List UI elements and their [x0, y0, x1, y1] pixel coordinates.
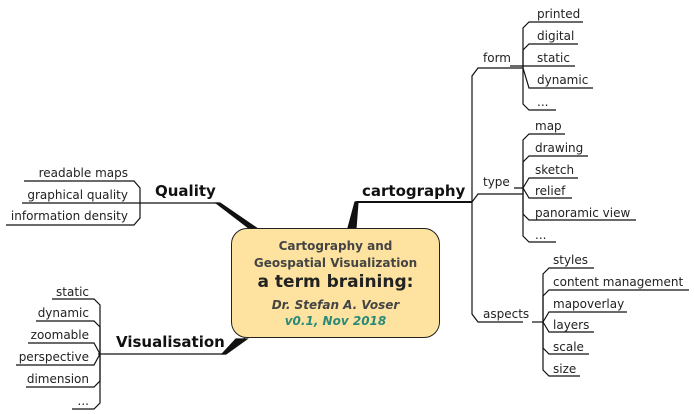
visualisation-item[interactable]: ...: [77, 394, 89, 408]
form-item[interactable]: digital: [537, 29, 575, 43]
subtopic-form[interactable]: form: [483, 51, 511, 65]
quality-item[interactable]: graphical quality: [27, 188, 128, 202]
visualisation-item[interactable]: dynamic: [37, 306, 89, 320]
aspects-item[interactable]: layers: [553, 318, 590, 332]
type-item[interactable]: sketch: [535, 163, 575, 177]
central-title: a term braining:: [257, 272, 414, 292]
type-item[interactable]: drawing: [535, 141, 584, 155]
form-item[interactable]: dynamic: [537, 73, 589, 87]
type-item[interactable]: ...: [535, 228, 547, 242]
central-subtitle-2: Geospatial Visualization: [253, 256, 418, 270]
aspects-item[interactable]: content management: [553, 275, 684, 289]
central-subtitle-1: Cartography and: [278, 239, 393, 253]
aspects-item[interactable]: scale: [553, 340, 584, 354]
form-item[interactable]: ...: [537, 95, 549, 109]
visualisation-item[interactable]: dimension: [26, 372, 89, 386]
subtopic-type[interactable]: type: [483, 175, 510, 189]
visualisation-item[interactable]: zoomable: [30, 328, 89, 342]
quality-item[interactable]: information density: [10, 209, 128, 223]
aspects-item[interactable]: styles: [553, 253, 589, 267]
topic-visualisation[interactable]: Visualisation: [116, 333, 225, 351]
central-topic[interactable]: Cartography and Geospatial Visualization…: [231, 228, 440, 338]
type-item[interactable]: relief: [535, 184, 566, 198]
aspects-item[interactable]: size: [553, 362, 577, 376]
form-item[interactable]: printed: [537, 7, 581, 21]
aspects-item[interactable]: mapoverlay: [553, 297, 625, 311]
type-item[interactable]: panoramic view: [535, 206, 631, 220]
type-item[interactable]: map: [535, 119, 562, 133]
quality-item[interactable]: readable maps: [38, 166, 128, 180]
form-item[interactable]: static: [537, 51, 570, 65]
subtopic-aspects[interactable]: aspects: [483, 307, 530, 321]
visualisation-item[interactable]: perspective: [18, 350, 89, 364]
visualisation-item[interactable]: static: [56, 285, 89, 299]
central-author: Dr. Stefan A. Voser: [271, 298, 400, 312]
topic-quality[interactable]: Quality: [155, 182, 216, 200]
topic-cartography[interactable]: cartography: [362, 182, 466, 200]
central-version: v0.1, Nov 2018: [284, 314, 387, 328]
